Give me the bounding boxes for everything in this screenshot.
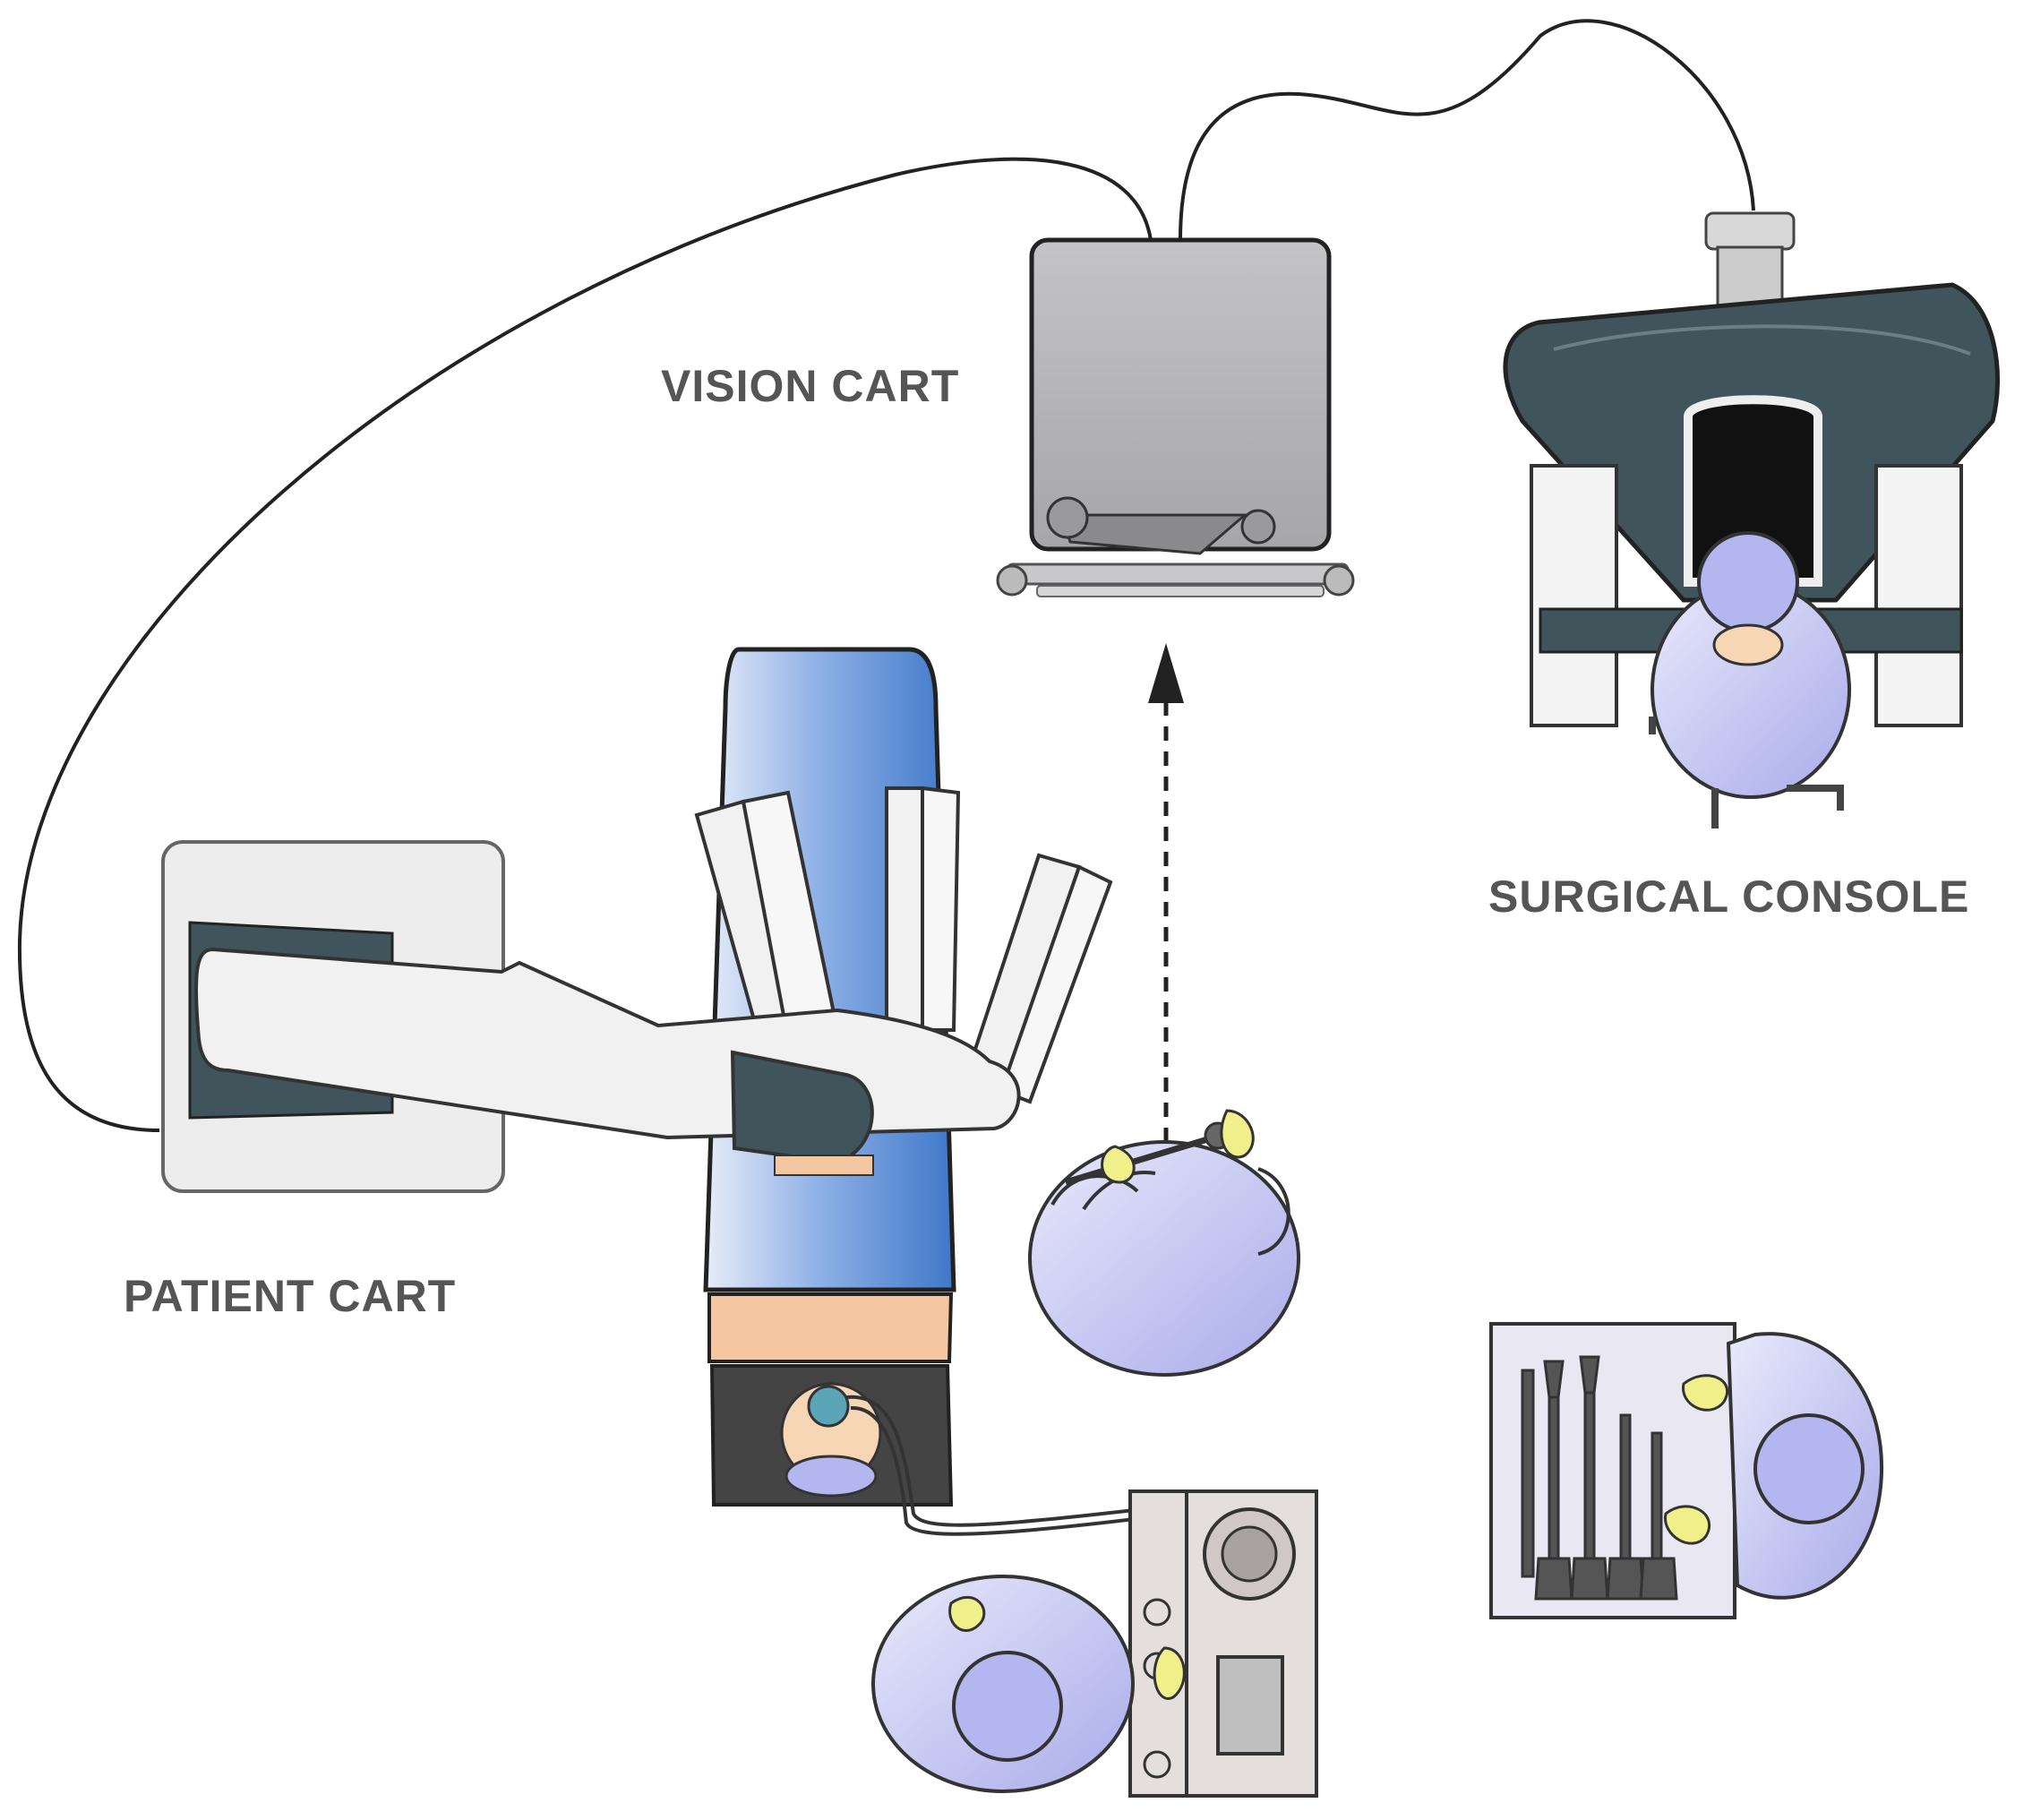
console-viewer: [1684, 395, 1822, 587]
anesthesiologist-glove-right: [1153, 1646, 1186, 1700]
assistant-right-glove: [1220, 1109, 1255, 1159]
anesthesia-mask: [807, 1385, 850, 1428]
vision-cart: [996, 237, 1355, 597]
instruments: [1521, 1355, 1678, 1601]
assistant-left-glove: [1101, 1145, 1136, 1184]
console-viewer-mount: [1704, 211, 1796, 251]
scrub-nurse-glove-top: [1682, 1374, 1728, 1412]
cables: [17, 19, 1755, 1132]
console-surgeon-head: [1697, 531, 1799, 633]
anesthesia-screen: [1216, 1655, 1284, 1756]
patient-cart-label: PATIENT CART: [124, 1271, 457, 1321]
surgical-console-label: SURGICAL CONSOLE: [1488, 871, 1970, 922]
view-direction-arrow: [1148, 643, 1184, 1142]
console-right-pillar: [1874, 464, 1963, 727]
robot-arms: [193, 786, 1113, 1176]
bedside-assistant: [1028, 1109, 1300, 1377]
patient-shoulders: [707, 1292, 954, 1363]
vision-cart-base: [1006, 562, 1350, 586]
cable-vision-to-console: [1179, 19, 1755, 241]
console-left-pillar: [1530, 464, 1618, 727]
anesthesia-tubes: [845, 1395, 1143, 1527]
robot-arm-pad: [774, 1155, 874, 1176]
anesthesia-station: [871, 1489, 1318, 1798]
cable-patient-to-vision: [17, 157, 1153, 1132]
assistant-body: [1028, 1140, 1300, 1377]
surgical-console: [1503, 211, 2001, 828]
anesthesiologist-head: [952, 1651, 1063, 1762]
console-chair: [1649, 717, 1844, 828]
anesthesiologist-glove-top: [948, 1595, 986, 1632]
assistant-instrument: [1064, 1134, 1215, 1186]
vision-cart-label: VISION CART: [661, 361, 960, 411]
scrub-nurse-glove-bottom: [1664, 1505, 1711, 1545]
instrument-station: [1489, 1322, 1884, 1619]
scrub-nurse-head: [1753, 1413, 1865, 1524]
